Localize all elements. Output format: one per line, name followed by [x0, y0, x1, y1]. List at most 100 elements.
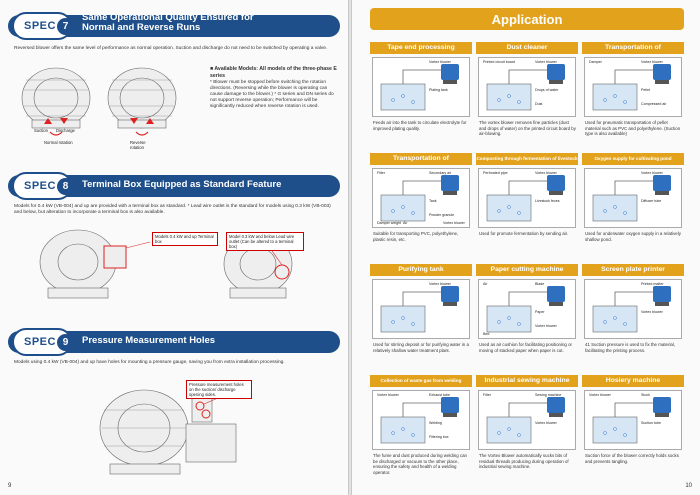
- illustration-label: Vortex blower: [443, 221, 465, 225]
- application-diagram: [592, 397, 671, 444]
- spec-7-header: SPEC 7 Same Operational Quality Ensured …: [8, 12, 340, 40]
- application-cell-title: Composting through fermentation of lives…: [476, 153, 578, 173]
- application-cell-description: Used for pneumatic transportation of pel…: [585, 120, 681, 137]
- application-cell-title: Oxygen supply for cultivating pond: [582, 153, 684, 165]
- spec-7-note: ■ Available Models: All models of the th…: [210, 66, 337, 109]
- illustration-label: Vortex blower: [535, 60, 557, 64]
- application-title: Application: [491, 12, 563, 27]
- application-cell-description: Suction force of the blower correctly ho…: [585, 453, 679, 464]
- application-cell-description: Suitable for transporting PVC, polyethyl…: [373, 231, 459, 242]
- label-suction: Suction: [34, 128, 48, 133]
- application-diagram: [592, 175, 671, 222]
- page-number-left: 9: [8, 483, 12, 489]
- application-cell-title: Paper cutting machine: [476, 264, 578, 276]
- application-diagram: [380, 175, 459, 222]
- application-cell-description: The vortex blower removes fine particles…: [479, 120, 576, 137]
- illustration-label: Powder granule: [429, 213, 455, 217]
- spec-9-header: SPEC 9 Pressure Measurement Holes: [8, 328, 340, 356]
- illustration-label: Vortex blower: [641, 310, 663, 314]
- application-cell-description: Used as air cushion for facilitating pos…: [479, 342, 572, 353]
- application-diagram: [380, 397, 459, 444]
- application-diagram: [380, 286, 459, 333]
- application-cell: Transportation of powder/granuleVortex b…: [582, 42, 684, 146]
- label-normal-rotation: Normal rotation: [44, 140, 73, 145]
- application-diagram: [592, 64, 671, 111]
- illustration-label: Air: [483, 282, 488, 286]
- spec-9-title: Pressure Measurement Holes: [82, 335, 216, 346]
- illustration-label: Vortex blower: [377, 393, 399, 397]
- label-discharge: Discharge: [56, 128, 75, 133]
- spec-7-title: Same Operational Quality Ensured for Nor…: [82, 12, 254, 33]
- page-number-right: 10: [685, 483, 692, 489]
- lead-wire-callout: Model 0.3 kW and below Lead wire outlet …: [226, 232, 304, 251]
- spec-8-title: Terminal Box Equipped as Standard Featur…: [82, 179, 282, 190]
- application-cell-description: Used for underwater oxygen supply in a r…: [585, 231, 681, 242]
- illustration-label: Printed matter: [641, 282, 664, 286]
- illustration-label: Vortex blower: [535, 324, 557, 328]
- application-diagram: [380, 64, 459, 111]
- illustration-label: Stock: [641, 393, 650, 397]
- illustration-label: Vortex blower: [589, 393, 611, 397]
- page-gutter: [348, 0, 352, 495]
- illustration-label: Blade: [535, 282, 545, 286]
- application-cell: Composting through fermentation of lives…: [476, 153, 578, 257]
- illustration-label: Vortex blower: [429, 282, 451, 286]
- application-cell-title: Tape end processing: [370, 42, 472, 54]
- application-diagram: [592, 286, 671, 333]
- application-cell-title: Purifying tank: [370, 264, 472, 276]
- application-cell-title: Dust cleaner: [476, 42, 578, 54]
- spec-number: 7: [57, 18, 74, 35]
- application-cell-description: The fume and dust produced during weldin…: [373, 453, 467, 475]
- illustration-label: Filter: [483, 393, 491, 397]
- application-cell-description: Used for stirring deposit or for purifyi…: [373, 342, 469, 353]
- spec-8-header: SPEC 8 Terminal Box Equipped as Standard…: [8, 172, 340, 200]
- application-cell-title: Transportation of powder/granule: [370, 153, 472, 174]
- illustration-label: Diffuser tube: [641, 199, 662, 203]
- illustration-label: Suction tube: [641, 421, 661, 425]
- application-cell-title: Transportation of powder/granule: [582, 42, 684, 63]
- illustration-label: Welding: [429, 421, 442, 425]
- illustration-label: Vortex blower: [641, 171, 663, 175]
- illustration-label: Vortex blower: [429, 60, 451, 64]
- application-illustration: Vortex blower: [372, 279, 470, 339]
- spec-8-body: Models for 0.4 kW (VB-004) and up are pr…: [14, 204, 331, 215]
- illustration-label: Livestock feces: [535, 199, 560, 203]
- application-diagram: [486, 64, 565, 111]
- illustration-label: Damper: [589, 60, 602, 64]
- label-reverse-rotation: Reverse rotation: [130, 140, 146, 150]
- illustration-label: Dust: [535, 102, 543, 106]
- pressure-holes-figure: [99, 389, 237, 475]
- application-cell-title: Hosiery machine: [582, 375, 684, 387]
- spec-9-body: Models using 0.4 kW (VB-004) and up have…: [14, 360, 285, 365]
- illustration-label: Vortex blower: [535, 171, 557, 175]
- application-cell: Transportation of powder/granuleSecondar…: [370, 153, 472, 257]
- application-cell-description: 41 Suction pressure is used to fix the m…: [585, 342, 676, 353]
- application-diagram: [486, 175, 565, 222]
- illustration-label: Sewing machine: [535, 393, 562, 397]
- illustration-label: Pellet: [641, 88, 650, 92]
- illustration-label: Compressed air: [641, 102, 667, 106]
- illustration-label: Vortex blower: [641, 60, 663, 64]
- illustration-label: Filtering box: [429, 435, 449, 439]
- application-cell-description: The Vortex Blower automatically sucks bi…: [479, 453, 569, 470]
- illustration-label: Filter: [377, 171, 385, 175]
- application-cell-title: Collection of waste gas from welding: [370, 375, 472, 387]
- application-diagram: [486, 286, 565, 333]
